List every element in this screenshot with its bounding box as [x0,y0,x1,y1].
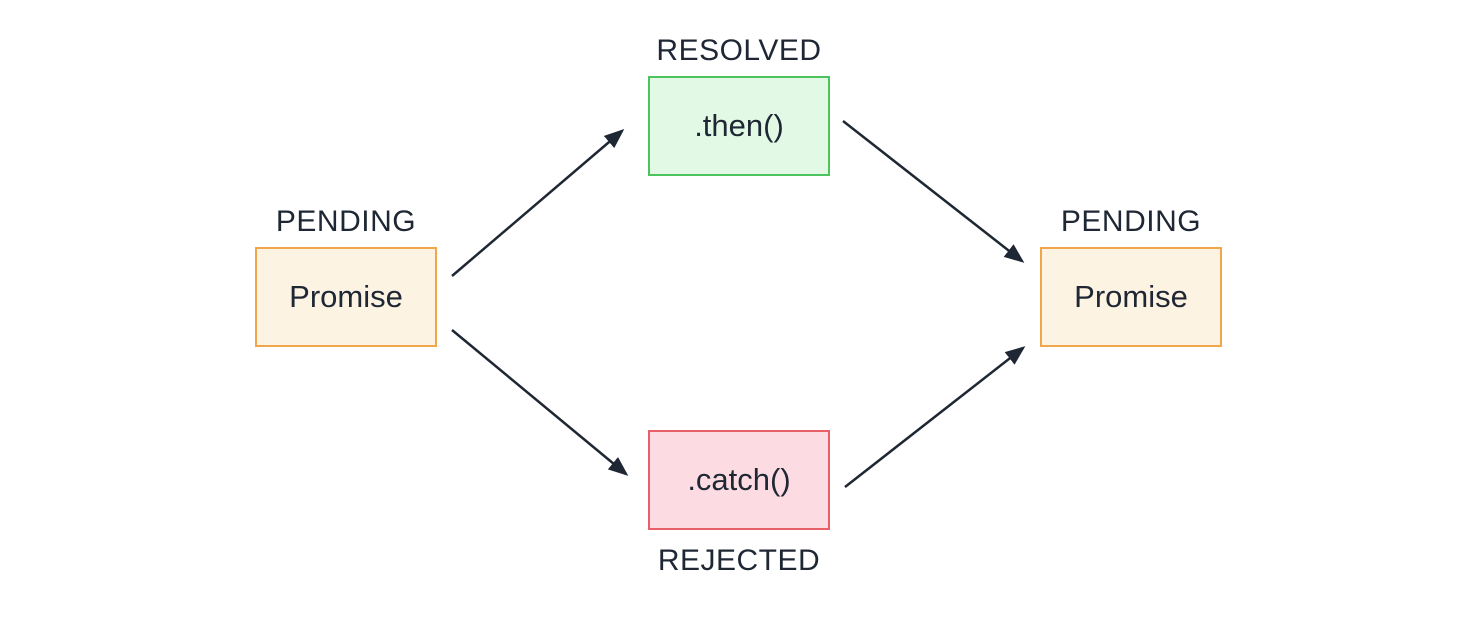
promise-right-box: Promise [1040,247,1222,347]
promise-left-box: Promise [255,247,437,347]
node-catch: .catch() REJECTED [648,430,830,577]
state-label-resolved: RESOLVED [656,34,822,67]
arrow-promise-left-to-then [451,129,625,277]
node-promise-left: PENDING Promise [255,205,437,347]
then-box: .then() [648,76,830,176]
node-promise-right: PENDING Promise [1040,205,1222,347]
arrow-then-to-promise-right [842,120,1025,263]
state-label-pending-right: PENDING [1060,205,1202,238]
catch-label: .catch() [687,462,791,497]
arrow-promise-left-to-catch [451,329,629,476]
arrow-catch-to-promise-right [844,346,1026,488]
promise-left-label: Promise [289,279,403,314]
then-label: .then() [694,108,784,143]
promise-right-label: Promise [1074,279,1188,314]
node-then: RESOLVED .then() [648,34,830,176]
state-label-rejected: REJECTED [657,544,821,577]
state-label-pending-left: PENDING [275,205,417,238]
catch-box: .catch() [648,430,830,530]
